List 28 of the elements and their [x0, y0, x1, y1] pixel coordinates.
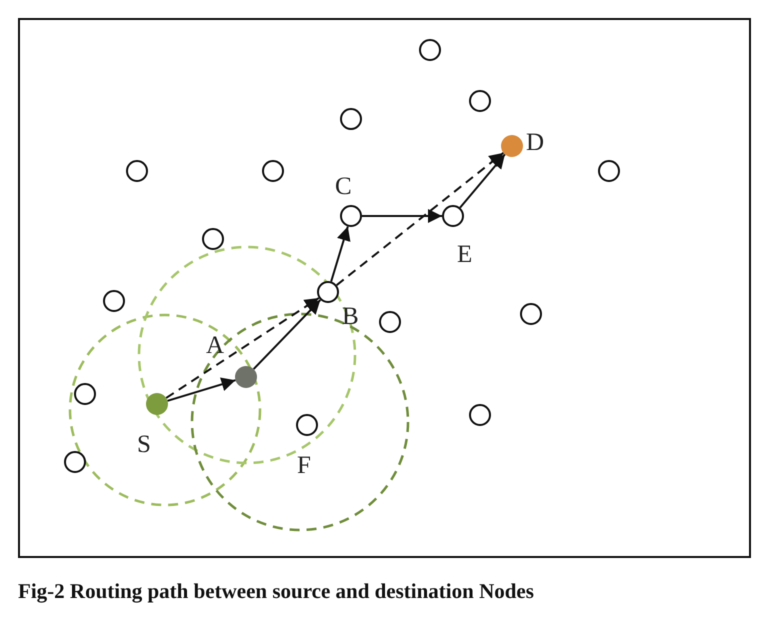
arrow [166, 297, 320, 399]
sensor-node [64, 451, 86, 473]
sensor-node [379, 311, 401, 333]
arrow [362, 209, 442, 223]
node-label: F [297, 453, 311, 478]
arrow [330, 226, 350, 282]
sensor-node [202, 228, 224, 250]
sensor-node [469, 404, 491, 426]
arrow [167, 378, 236, 402]
arrow [252, 299, 322, 370]
sensor-node [74, 383, 96, 405]
node-label: D [526, 130, 544, 155]
sensor-node [419, 39, 441, 61]
arrow [459, 154, 506, 208]
sensor-node [103, 290, 125, 312]
sensor-node [469, 90, 491, 112]
sensor-node [520, 303, 542, 325]
sensor-node [340, 108, 362, 130]
node-label: C [335, 174, 352, 199]
node-label: E [457, 242, 472, 267]
node-label: B [342, 304, 359, 329]
sensor-node [126, 160, 148, 182]
node-label: S [137, 432, 151, 457]
sensor-node [262, 160, 284, 182]
node-label: A [206, 333, 224, 358]
figure-caption: Fig-2 Routing path between source and destination Nodes [18, 578, 535, 605]
sensor-node [598, 160, 620, 182]
arrow [336, 152, 504, 286]
